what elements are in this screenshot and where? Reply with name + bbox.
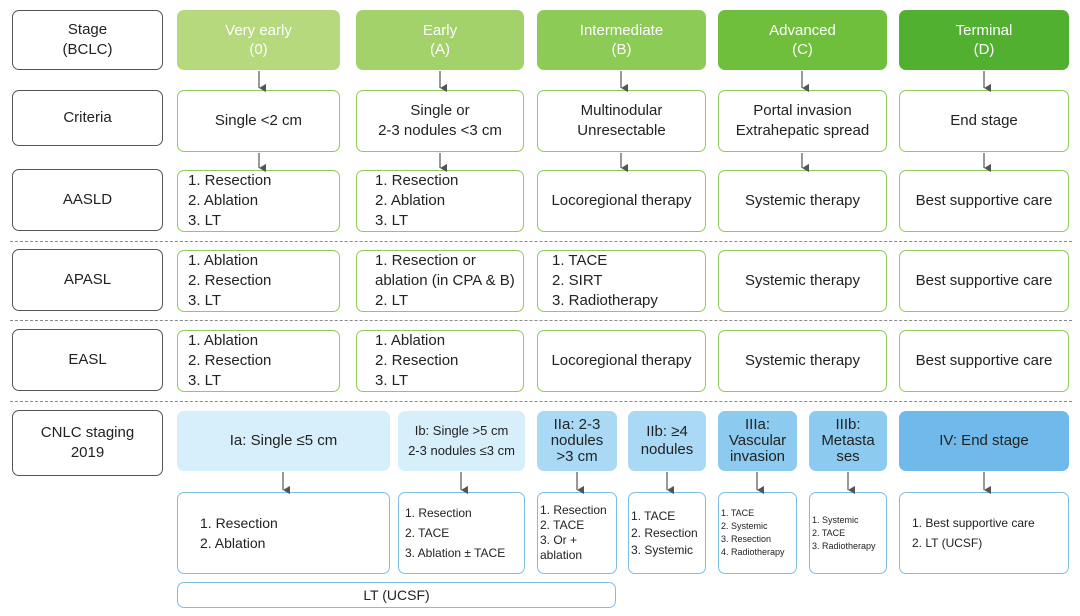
apasl-early: 1. Resection or ablation (in CPA & B) 2.… (356, 250, 524, 312)
cnlc-stage-iib: IIb: ≥4 nodules (628, 411, 706, 471)
row-label-cnlc: CNLC staging 2019 (12, 410, 163, 476)
row-label-stage: Stage (BCLC) (12, 10, 163, 70)
aasld-very-early: 1. Resection 2. Ablation 3. LT (177, 170, 340, 232)
apasl-very-early: 1. Ablation 2. Resection 3. LT (177, 250, 340, 312)
cnlc-stage-iiia: IIIa: Vascular invasion (718, 411, 797, 471)
easl-early: 1. Ablation 2. Resection 3. LT (356, 330, 524, 392)
apasl-advanced: Systemic therapy (718, 250, 887, 312)
cnlc-treatment-iia: 1. Resection 2. TACE 3. Or + ablation (537, 492, 617, 574)
criteria-intermediate: Multinodular Unresectable (537, 90, 706, 152)
cnlc-treatment-iv: 1. Best supportive care 2. LT (UCSF) (899, 492, 1069, 574)
cnlc-treatment-ib: 1. Resection 2. TACE 3. Ablation ± TACE (398, 492, 525, 574)
separator-2 (10, 320, 1072, 321)
easl-advanced: Systemic therapy (718, 330, 887, 392)
row-label-apasl: APASL (12, 249, 163, 311)
cnlc-treatment-iiib: 1. Systemic 2. TACE 3. Radiotherapy (809, 492, 887, 574)
cnlc-stage-iv: IV: End stage (899, 411, 1069, 471)
easl-terminal: Best supportive care (899, 330, 1069, 392)
row-label-aasld: AASLD (12, 169, 163, 231)
easl-intermediate: Locoregional therapy (537, 330, 706, 392)
stage-header-terminal: Terminal (D) (899, 10, 1069, 70)
criteria-very-early: Single <2 cm (177, 90, 340, 152)
separator-3 (10, 401, 1072, 402)
cnlc-stage-iia: IIa: 2-3 nodules >3 cm (537, 411, 617, 471)
easl-very-early: 1. Ablation 2. Resection 3. LT (177, 330, 340, 392)
cnlc-treatment-iiia: 1. TACE 2. Systemic 3. Resection 4. Radi… (718, 492, 797, 574)
separator-1 (10, 241, 1072, 242)
aasld-early: 1. Resection 2. Ablation 3. LT (356, 170, 524, 232)
apasl-terminal: Best supportive care (899, 250, 1069, 312)
stage-header-early: Early (A) (356, 10, 524, 70)
cnlc-treatment-ia: 1. Resection 2. Ablation (177, 492, 390, 574)
cnlc-footer-lt-ucsf: LT (UCSF) (177, 582, 616, 608)
criteria-advanced: Portal invasion Extrahepatic spread (718, 90, 887, 152)
row-label-easl: EASL (12, 329, 163, 391)
aasld-terminal: Best supportive care (899, 170, 1069, 232)
stage-header-advanced: Advanced (C) (718, 10, 887, 70)
cnlc-stage-ia: Ia: Single ≤5 cm (177, 411, 390, 471)
aasld-intermediate: Locoregional therapy (537, 170, 706, 232)
stage-header-very-early: Very early (0) (177, 10, 340, 70)
cnlc-stage-ib: Ib: Single >5 cm 2-3 nodules ≤3 cm (398, 411, 525, 471)
criteria-early: Single or 2-3 nodules <3 cm (356, 90, 524, 152)
stage-header-intermediate: Intermediate (B) (537, 10, 706, 70)
apasl-intermediate: 1. TACE 2. SIRT 3. Radiotherapy (537, 250, 706, 312)
row-label-criteria: Criteria (12, 90, 163, 146)
cnlc-stage-iiib: IIIb: Metasta ses (809, 411, 887, 471)
cnlc-treatment-iib: 1. TACE 2. Resection 3. Systemic (628, 492, 706, 574)
